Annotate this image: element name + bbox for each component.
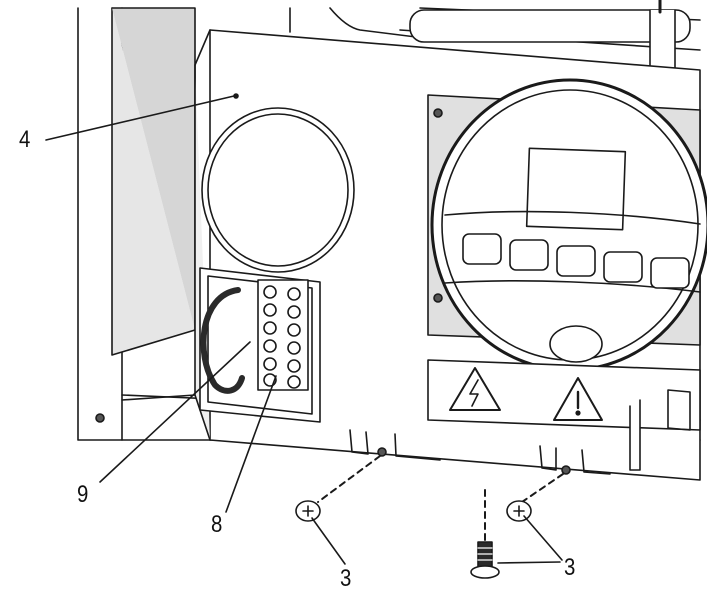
inspection-window xyxy=(201,107,355,273)
electric-hazard-icon xyxy=(449,367,501,411)
screw-icon xyxy=(506,500,532,522)
leader-4 xyxy=(45,95,235,141)
callout-label-3-right: 3 xyxy=(564,554,576,581)
leader-9 xyxy=(99,341,251,483)
exclamation-warning-icon xyxy=(553,377,603,421)
leader-3c xyxy=(523,515,563,561)
callout-label-8: 8 xyxy=(211,511,223,538)
screw-hole-left xyxy=(377,447,387,457)
display-screen xyxy=(525,147,627,231)
callout-label-4: 4 xyxy=(19,126,31,153)
leader-lines xyxy=(45,95,563,565)
screw-icon xyxy=(470,541,500,579)
callout-label-3-left: 3 xyxy=(340,565,352,592)
control-unit xyxy=(430,78,707,372)
mounting-tabs xyxy=(349,429,611,475)
terminal-block xyxy=(257,279,309,391)
assembly-lines xyxy=(317,455,564,546)
warning-strip xyxy=(427,359,701,471)
knob xyxy=(549,325,603,363)
top-piping xyxy=(289,0,701,83)
leader-3a xyxy=(311,517,346,565)
leader-3b xyxy=(497,561,561,564)
leader-8 xyxy=(225,375,277,513)
screw-hole-right xyxy=(561,465,571,475)
cable-clamp xyxy=(200,287,245,394)
cable-opening xyxy=(199,267,321,423)
callout-label-9: 9 xyxy=(77,481,89,508)
control-buttons xyxy=(462,233,690,289)
screw-icon xyxy=(295,500,321,522)
